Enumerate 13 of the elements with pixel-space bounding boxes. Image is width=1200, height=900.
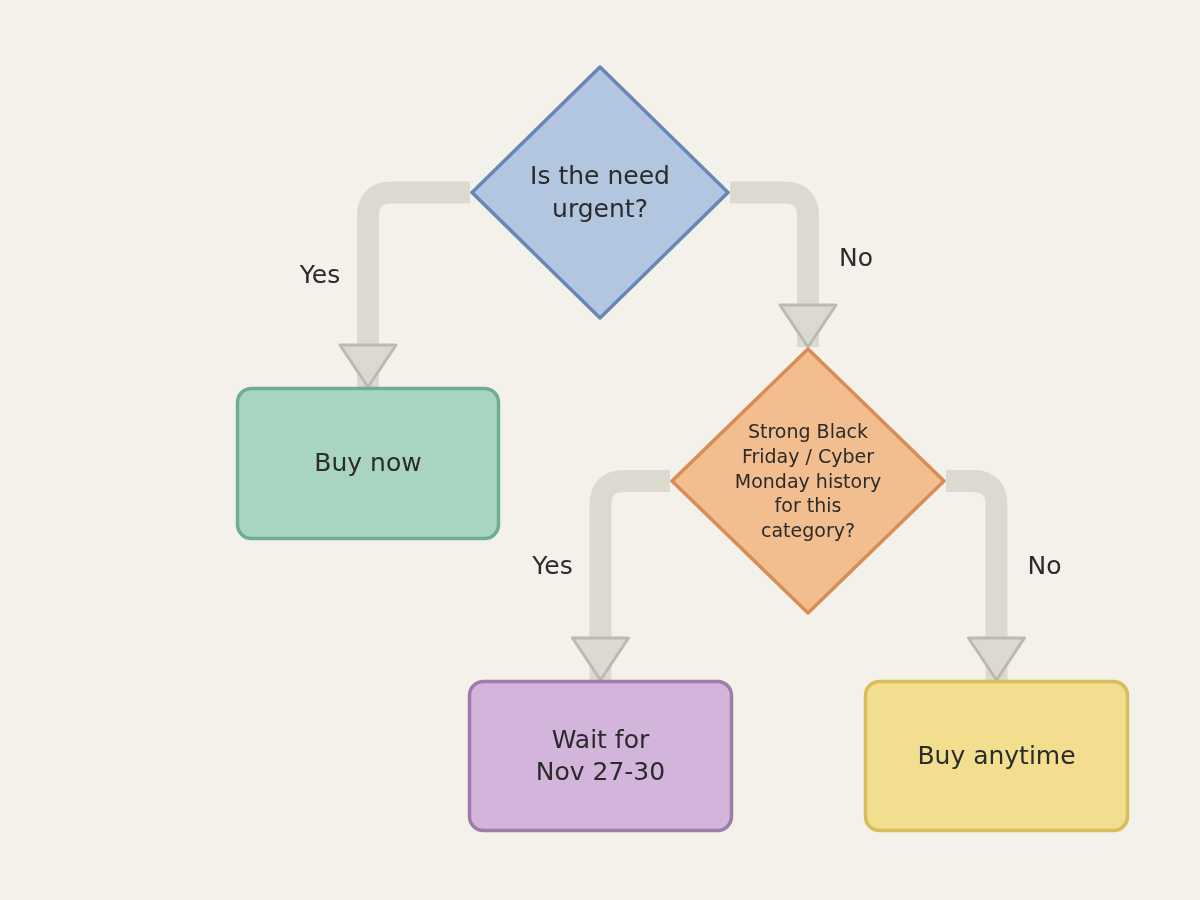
arrow	[946, 470, 1026, 682]
edge-label: No	[839, 242, 873, 272]
arrow	[730, 181, 838, 349]
arrow	[571, 470, 670, 682]
arrow	[338, 181, 470, 389]
edge-label: No	[1027, 550, 1062, 580]
decision-question: Strong Black Friday / Cyber Monday history for this category?	[733, 419, 883, 543]
outcome-text: Buy now	[313, 447, 423, 480]
edge-label: Yes	[532, 550, 573, 580]
decision-question: Is the need urgent?	[529, 160, 671, 225]
edge-label: Yes	[299, 259, 341, 289]
outcome-text: Wait for Nov 27-30	[534, 723, 667, 788]
outcome-text: Buy anytime	[916, 739, 1077, 772]
